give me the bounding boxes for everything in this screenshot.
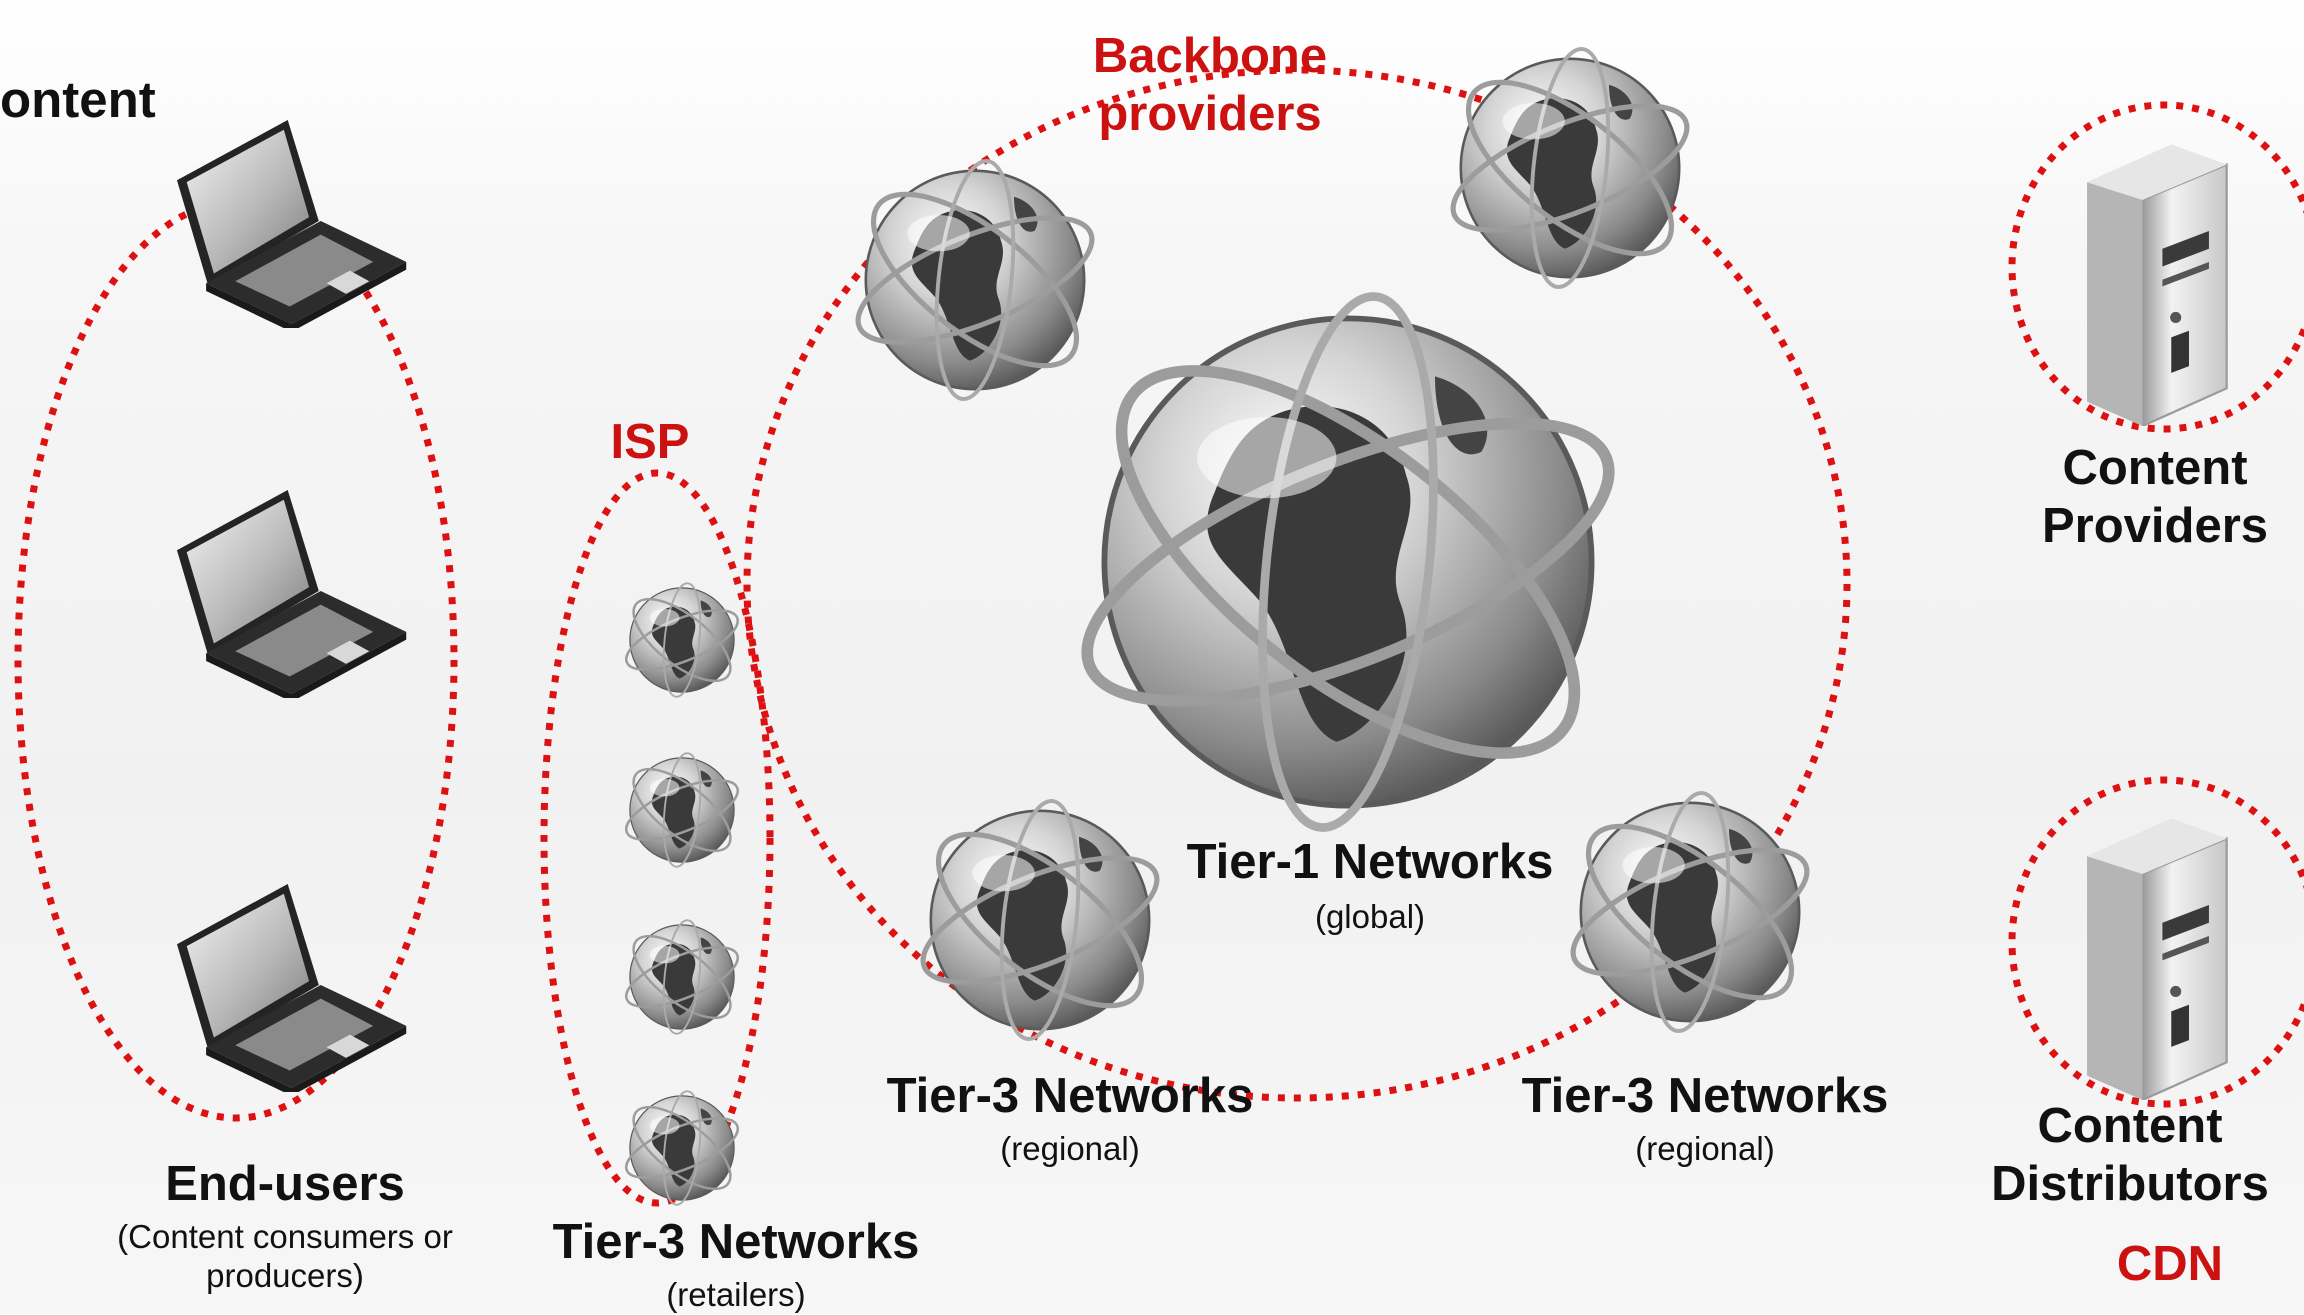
laptop-icon (176, 120, 407, 328)
globe-icon (620, 750, 744, 870)
tier3-left-label: Tier-3 Networks (886, 1069, 1254, 1123)
globe-icon (1438, 45, 1703, 290)
globe-icon (1053, 288, 1643, 836)
backbone-group-outline (743, 66, 1851, 1102)
tier1-networks-scope: (global) (1314, 898, 1426, 935)
content-distributors-outline (2008, 776, 2304, 1108)
isp-group-outline (540, 469, 774, 1207)
tier3-right-label: Tier-3 Networks (1521, 1069, 1889, 1123)
tier3-retail-scope: (retailers) (666, 1276, 806, 1313)
isp-label: ISP (610, 415, 690, 469)
cdn-label: CDN (2116, 1237, 2224, 1291)
globe-icon (908, 797, 1173, 1042)
content-distributors-label: Content Distributors (1991, 1099, 2269, 1211)
server-icon (2085, 817, 2229, 1100)
laptop-icon (176, 884, 407, 1092)
globe-icon (620, 1088, 744, 1208)
content-providers-outline (2008, 101, 2304, 433)
globe-icon (1558, 789, 1823, 1034)
tier3-right-scope: (regional) (1635, 1130, 1775, 1167)
end-users-label: End-users (165, 1157, 405, 1211)
tier1-networks-label: Tier-1 Networks (1186, 835, 1554, 889)
tier3-left-scope: (regional) (1000, 1130, 1140, 1167)
globe-icon (843, 157, 1108, 402)
content-providers-label: Content Providers (2041, 441, 2269, 553)
end-users-description: (Content consumers or producers) (117, 1218, 453, 1294)
server-icon (2085, 143, 2229, 426)
laptop-icon (176, 490, 407, 698)
backbone-providers-label: Backbone providers (1092, 29, 1328, 141)
page-heading: ontent (0, 71, 156, 128)
globe-icon (620, 580, 744, 700)
end-users-group-outline (14, 198, 458, 1122)
globe-icon (620, 917, 744, 1037)
tier3-retail-label: Tier-3 Networks (552, 1215, 920, 1269)
